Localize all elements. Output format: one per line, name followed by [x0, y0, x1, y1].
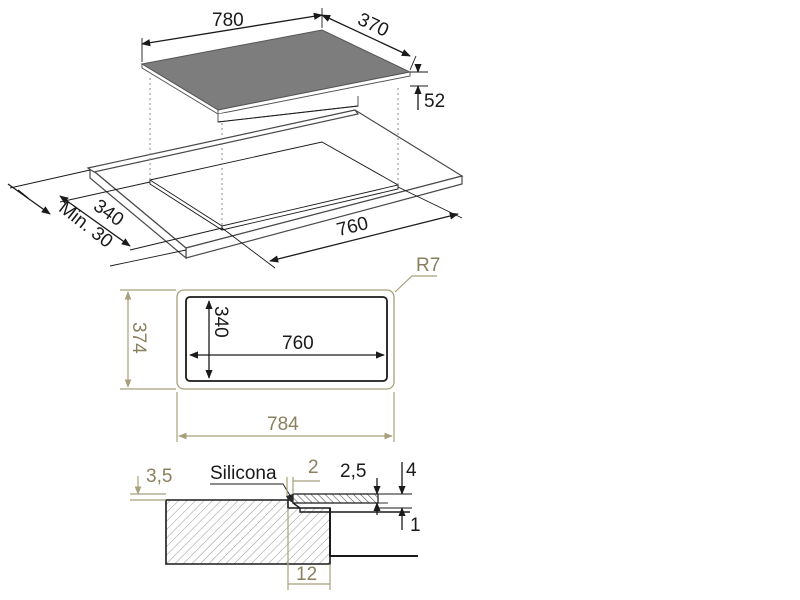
label-glass: 2,5	[340, 461, 366, 482]
label-hob-depth: 370	[354, 9, 392, 41]
label-sealant: Silicona	[210, 463, 277, 484]
projection-lines	[149, 78, 399, 226]
sealant-callout: Silicona	[210, 463, 292, 498]
dim-cutout-width: 760	[221, 186, 463, 269]
cutout-inner	[185, 296, 388, 382]
countertop	[86, 109, 464, 260]
isometric-view: 780 370 52 760 340	[7, 8, 464, 269]
hob	[140, 29, 412, 123]
dim-rebate-width: 12	[287, 508, 331, 590]
label-corner-radius: R7	[416, 255, 440, 276]
dim-gap-left: 3,5	[130, 466, 172, 501]
label-outer-width: 784	[267, 414, 299, 435]
label-outer-depth: 374	[128, 322, 149, 354]
label-gap-top: 2	[308, 457, 319, 478]
dim-outer-depth: 374	[120, 289, 176, 390]
sealant	[286, 494, 293, 503]
label-rebate-width: 12	[296, 564, 317, 585]
label-inner-width: 760	[282, 333, 314, 354]
dim-gap-top: 2	[286, 457, 320, 496]
dim-inner-width: 760	[189, 333, 385, 359]
cross-section-view: 3,5 Silicona 2 2,5 4 1	[130, 457, 421, 590]
label-right-top: 4	[406, 460, 417, 481]
dim-glass: 2,5	[340, 461, 388, 515]
dim-hob-height: 52	[410, 63, 445, 112]
label-inner-depth: 340	[210, 306, 231, 338]
label-right-bottom: 1	[410, 515, 421, 536]
dim-inner-depth: 340	[205, 300, 231, 379]
worktop-section	[165, 499, 331, 565]
dim-right: 4 1	[378, 460, 421, 536]
label-hob-height: 52	[424, 91, 445, 112]
label-hob-width: 780	[212, 10, 244, 31]
glass-section	[292, 493, 379, 504]
dim-corner-radius: R7	[394, 255, 440, 293]
cutout-plan-view: R7 340 760 374 784	[120, 255, 440, 442]
label-gap-left: 3,5	[146, 466, 172, 487]
hob-glass-top	[140, 29, 412, 111]
dim-outer-width: 784	[176, 392, 395, 442]
